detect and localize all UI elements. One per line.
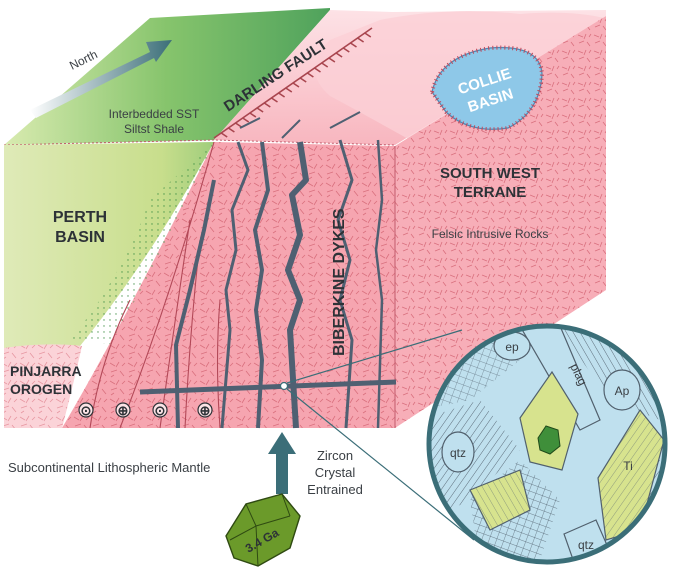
fault-symbol-in-2: ⊕ — [200, 403, 211, 418]
pinjarra-orogen-label-line1: PINJARRA — [10, 363, 82, 379]
biberkine-dykes-network — [139, 111, 397, 429]
mineral-label-ti: Ti — [623, 459, 633, 473]
mineral-label-ap: Ap — [615, 384, 630, 398]
sediment-label-line1: Interbedded SST — [109, 107, 200, 121]
biberkine-dykes-label: BIBERKINE DYKES — [331, 208, 348, 356]
sediment-label-line2: Siltst Shale — [124, 122, 184, 136]
fault-symbol-out-2: ⊙ — [155, 403, 166, 418]
darling-fault-line — [213, 27, 373, 139]
zircon-label-line1: Zircon — [317, 448, 353, 463]
terrane-label-line1: SOUTH WEST — [440, 165, 540, 182]
fault-motion-symbols: ⊙ ⊕ ⊙ ⊕ — [78, 402, 213, 418]
mineral-label-qtz-2: qtz — [578, 538, 594, 552]
terrane-label-line2: TERRANE — [454, 184, 527, 201]
perth-basin-label-line2: BASIN — [55, 229, 105, 246]
magnifier-connector — [279, 329, 475, 541]
collie-basin: COLLIE BASIN — [429, 45, 545, 132]
pinjarra-orogen-label-line2: OROGEN — [10, 381, 72, 397]
fault-symbol-out-1: ⊙ — [81, 403, 92, 418]
mineral-label-qtz-1: qtz — [450, 446, 466, 460]
felsic-rock-label: Felsic Intrusive Rocks — [432, 227, 549, 241]
zircon-label-line3: Entrained — [307, 482, 363, 497]
perth-basin-label-line1: PERTH — [53, 209, 107, 226]
mineral-label-ep: ep — [505, 340, 519, 354]
zircon-crystal: 3.4 Ga — [225, 493, 301, 567]
mantle-label: Subcontinental Lithospheric Mantle — [8, 460, 210, 475]
zircon-ascent-arrow — [268, 432, 296, 494]
thin-section-circle: ep plag Ap qtz qtz Ti — [426, 323, 668, 565]
zircon-label-line2: Crystal — [315, 465, 356, 480]
fault-symbol-in-1: ⊕ — [118, 403, 129, 418]
